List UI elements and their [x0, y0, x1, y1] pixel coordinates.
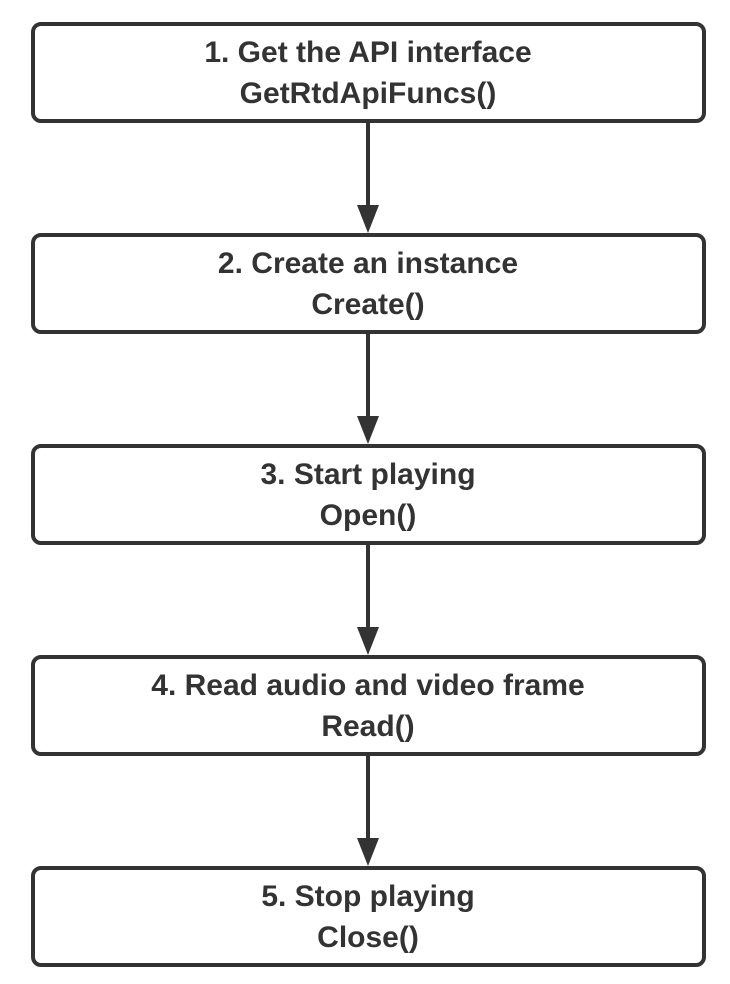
arrow-down-icon [357, 756, 379, 866]
step-4-title: 4. Read audio and video frame [151, 668, 585, 702]
step-1-title: 1. Get the API interface [204, 35, 532, 69]
step-3-api: Open() [319, 498, 417, 532]
flow-step-5: 5. Stop playing Close() [30, 866, 706, 967]
step-2-title: 2. Create an instance [217, 246, 519, 280]
step-2-api: Create() [311, 287, 425, 321]
step-4-api: Read() [321, 709, 415, 743]
arrow-down-icon [357, 545, 379, 655]
step-1-api: GetRtdApiFuncs() [239, 76, 497, 110]
flow-step-1: 1. Get the API interface GetRtdApiFuncs(… [30, 22, 706, 123]
flow-step-2: 2. Create an instance Create() [30, 233, 706, 334]
flow-step-4: 4. Read audio and video frame Read() [30, 655, 706, 756]
flow-step-3: 3. Start playing Open() [30, 444, 706, 545]
arrow-down-icon [357, 334, 379, 444]
step-3-title: 3. Start playing [260, 457, 476, 491]
step-5-api: Close() [317, 920, 419, 954]
step-5-title: 5. Stop playing [261, 879, 475, 913]
arrow-down-icon [357, 123, 379, 233]
